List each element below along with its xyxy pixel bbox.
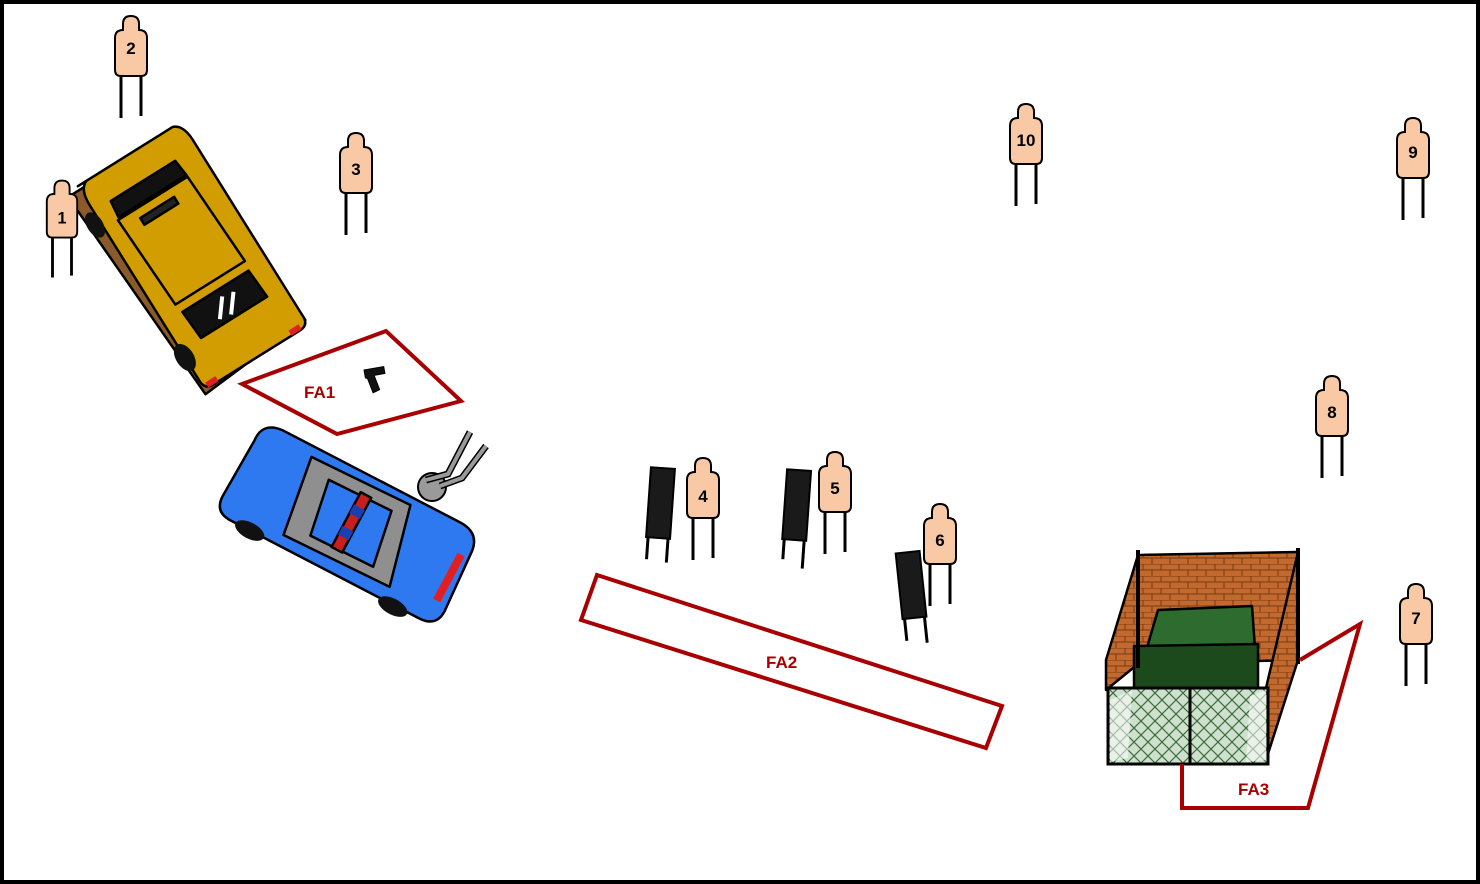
handgun-icon [363, 365, 386, 394]
target-7: 7 [1398, 582, 1434, 688]
target-3: 3 [338, 131, 374, 237]
police-car [218, 426, 476, 623]
target-8: 8 [1314, 374, 1350, 480]
brick-shed [1104, 548, 1300, 766]
target-10: 10 [1008, 102, 1044, 208]
dumpster [1132, 604, 1260, 696]
fault-area-fa3: FA3 [1180, 619, 1364, 810]
target-6: 6 [922, 502, 958, 608]
fault-area-label: FA2 [766, 653, 797, 672]
target-9: 9 [1395, 116, 1431, 222]
fault-area-fa1: FA1 [237, 328, 466, 437]
target-number: 10 [1017, 131, 1036, 150]
fault-area-label: FA1 [304, 383, 335, 402]
no-shoot-target [645, 466, 676, 563]
push-bar-prop [417, 430, 489, 502]
fault-area-label: FA3 [1238, 780, 1269, 799]
target-number: 2 [126, 39, 135, 58]
chain-link-fence [1106, 686, 1270, 766]
target-5: 5 [817, 450, 853, 556]
target-number: 8 [1327, 403, 1336, 422]
taxi-car [66, 125, 307, 396]
target-1: 1 [45, 179, 79, 279]
fault-area-fa2: FA2 [578, 572, 1005, 751]
no-shoot-target [781, 468, 813, 569]
target-number: 9 [1408, 143, 1417, 162]
target-2: 2 [113, 14, 149, 120]
target-number: 3 [351, 160, 360, 179]
target-number: 4 [698, 487, 708, 506]
no-shoot-target [894, 549, 929, 643]
target-number: 5 [830, 479, 839, 498]
target-number: 6 [935, 531, 944, 550]
target-number: 7 [1411, 609, 1420, 628]
target-number: 1 [58, 209, 67, 227]
target-4: 4 [685, 456, 721, 562]
